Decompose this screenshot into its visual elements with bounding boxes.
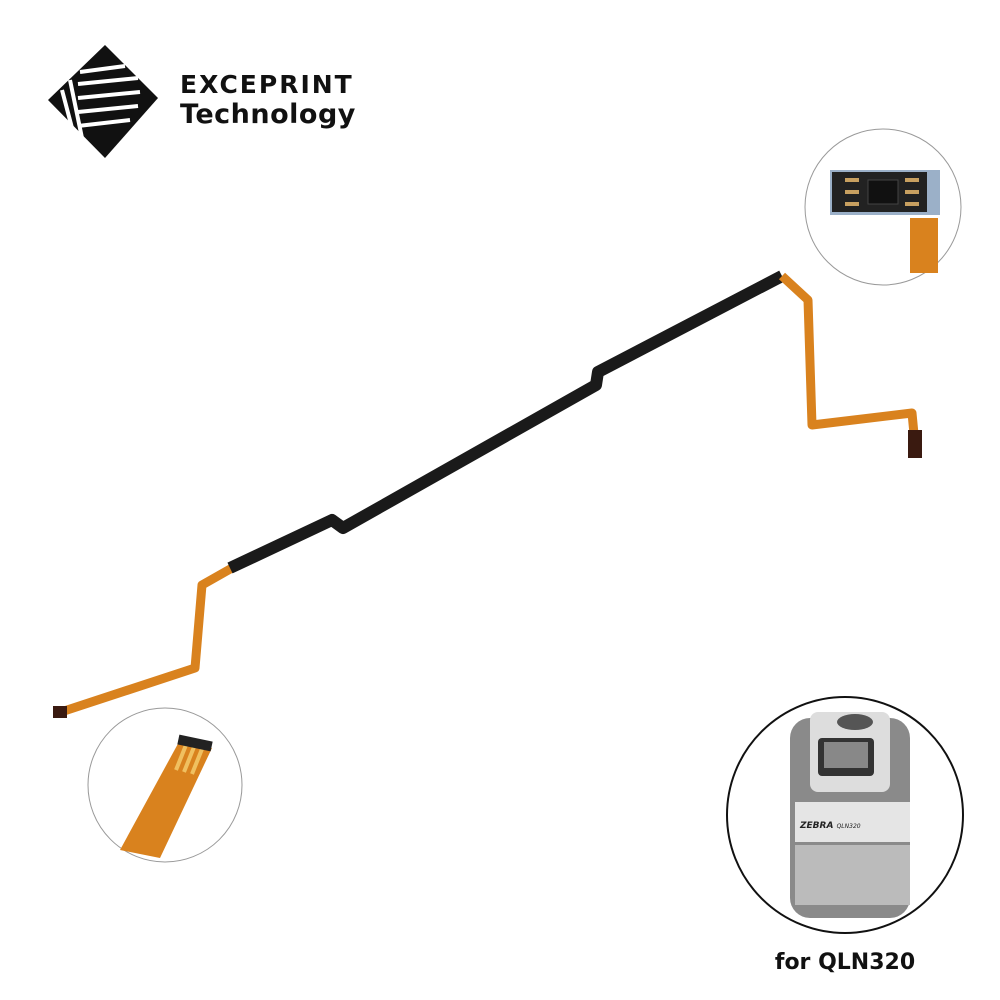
flex-cable [53,270,922,718]
left-flex-segment [56,564,235,718]
detail-circle-contacts [87,707,243,863]
printer-circle: ZEBRA QLN320 [726,696,964,934]
brand-line-2: Technology [180,99,356,130]
printer-brand-label: ZEBRA QLN320 [799,821,861,831]
black-cable-segment [227,270,785,574]
compatibility-caption: for QLN320 [774,950,916,975]
detail-circle-chip [804,128,962,286]
brand-line-1: EXCEPRINT [180,70,354,99]
right-flex-segment [778,272,921,456]
brand-name: EXCEPRINT Technology [180,70,356,130]
logo-mark [48,45,158,158]
